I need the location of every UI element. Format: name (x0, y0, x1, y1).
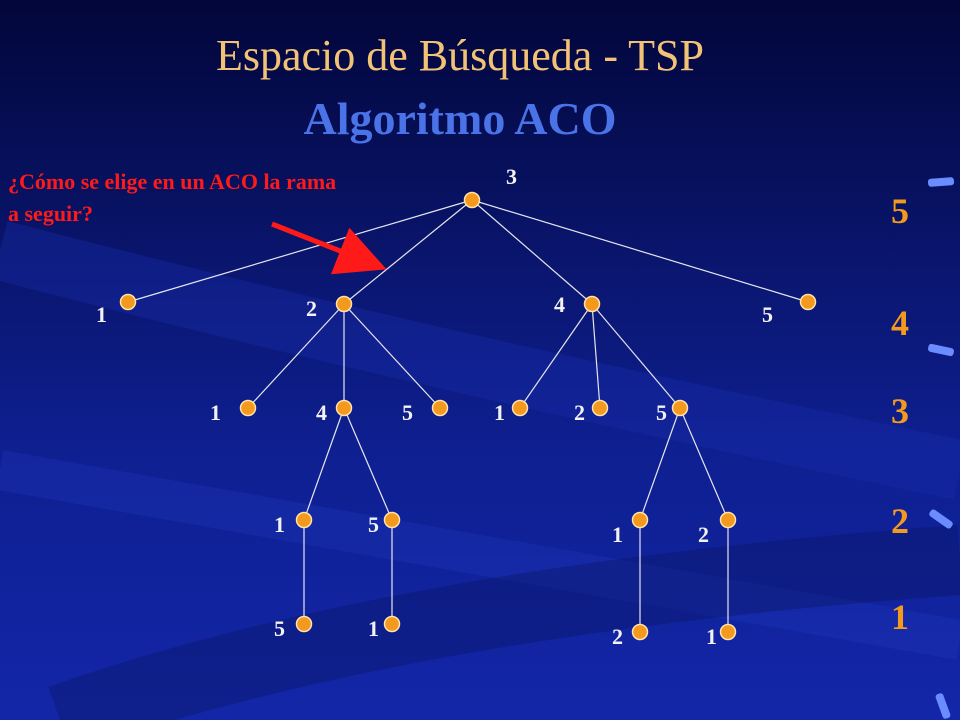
tree-edge (343, 407, 393, 521)
tree-node (239, 399, 257, 417)
tree-edges (127, 199, 809, 632)
tree-edge (519, 303, 593, 409)
tree-edge (303, 407, 345, 521)
tree-node (719, 511, 737, 529)
tree-node-label: 1 (368, 616, 379, 641)
tree-edge (127, 199, 473, 303)
tree-node-label: 1 (96, 302, 107, 327)
tree-node-label: 1 (612, 522, 623, 547)
tree-node-label: 1 (706, 624, 717, 649)
tree-node (383, 511, 401, 529)
tree-node-label: 5 (368, 512, 379, 537)
title-line-2: Algoritmo ACO (303, 93, 617, 144)
tree-node-label: 1 (494, 400, 505, 425)
tree-node-label: 5 (402, 400, 413, 425)
tree-edge (247, 303, 345, 409)
level-number: 3 (891, 391, 909, 431)
title-line-1: Espacio de Búsqueda - TSP (215, 31, 705, 80)
tree-node (719, 623, 737, 641)
tree-edge (591, 303, 681, 409)
tree-edge (343, 303, 441, 409)
background-swoosh (0, 450, 960, 660)
tree-node (631, 511, 649, 529)
tree-node-label: 5 (762, 302, 773, 327)
tree-node (583, 295, 601, 313)
accent-dash (927, 177, 955, 187)
tree-node (671, 399, 689, 417)
tree-node-label: 2 (574, 400, 585, 425)
tree-edge (343, 199, 473, 305)
tree-node (295, 511, 313, 529)
tree-node (383, 615, 401, 633)
question-text: ¿Cómo se elige en un ACO la rama a segui… (8, 169, 337, 226)
tree-edge (591, 303, 601, 409)
tree-node-label: 2 (306, 296, 317, 321)
tree-node-label: 2 (698, 522, 709, 547)
tree-node (511, 399, 529, 417)
tree-node-label: 1 (274, 512, 285, 537)
accent-dash (928, 343, 954, 357)
tree-node (295, 615, 313, 633)
accent-dash (929, 509, 953, 529)
tree-edge (471, 199, 593, 305)
tree-edge (639, 407, 681, 521)
tree-node-label: 1 (210, 400, 221, 425)
tree-node (335, 399, 353, 417)
level-number: 4 (891, 303, 909, 343)
tree-node (631, 623, 649, 641)
background-swoosh (48, 525, 960, 720)
tree-node (463, 191, 481, 209)
tree-edge (679, 407, 729, 521)
tree-node-label: 5 (656, 400, 667, 425)
level-number: 5 (891, 191, 909, 231)
level-number: 1 (891, 597, 909, 637)
tree-nodes (119, 191, 817, 641)
tree-node (431, 399, 449, 417)
tree-node (119, 293, 137, 311)
tree-edge (471, 199, 809, 303)
tree-node-label: 2 (612, 624, 623, 649)
red-arrow (271, 221, 387, 275)
tree-node-label: 4 (316, 400, 327, 425)
tree-labels: 3 1 2 4 5 1 4 5 1 2 5 1 5 5 1 1 2 2 1 (96, 164, 773, 649)
tree-node-label: 4 (554, 292, 565, 317)
tree-node (799, 293, 817, 311)
tree-node (591, 399, 609, 417)
accent-dash (935, 693, 951, 719)
tree-node-label: 3 (506, 164, 517, 189)
background-swoosh (0, 220, 960, 500)
level-number: 2 (891, 501, 909, 541)
tree-node-label: 5 (274, 616, 285, 641)
tree-node (335, 295, 353, 313)
